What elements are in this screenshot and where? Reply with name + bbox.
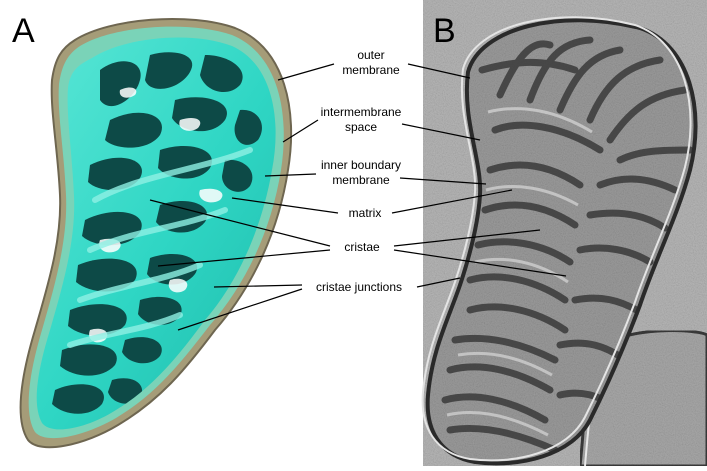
label-inner-boundary-line2: membrane [306, 173, 416, 188]
label-outer-membrane: outer membrane [326, 48, 416, 78]
label-intermembrane-space: intermembrane space [306, 105, 416, 135]
panel-a-rendering [20, 19, 310, 460]
label-outer-membrane-line2: membrane [326, 63, 416, 78]
label-outer-membrane-line1: outer [326, 48, 416, 63]
label-cristae: cristae [330, 240, 394, 255]
panel-label-a: A [12, 14, 35, 48]
panel-b-tomogram [420, 0, 707, 466]
label-inner-boundary-line1: inner boundary [306, 158, 416, 173]
panel-label-b: B [433, 14, 456, 48]
label-cristae-junctions: cristae junctions [300, 280, 418, 295]
label-intermembrane-line1: intermembrane [306, 105, 416, 120]
label-matrix: matrix [335, 206, 395, 221]
label-intermembrane-line2: space [306, 120, 416, 135]
label-inner-boundary-membrane: inner boundary membrane [306, 158, 416, 188]
